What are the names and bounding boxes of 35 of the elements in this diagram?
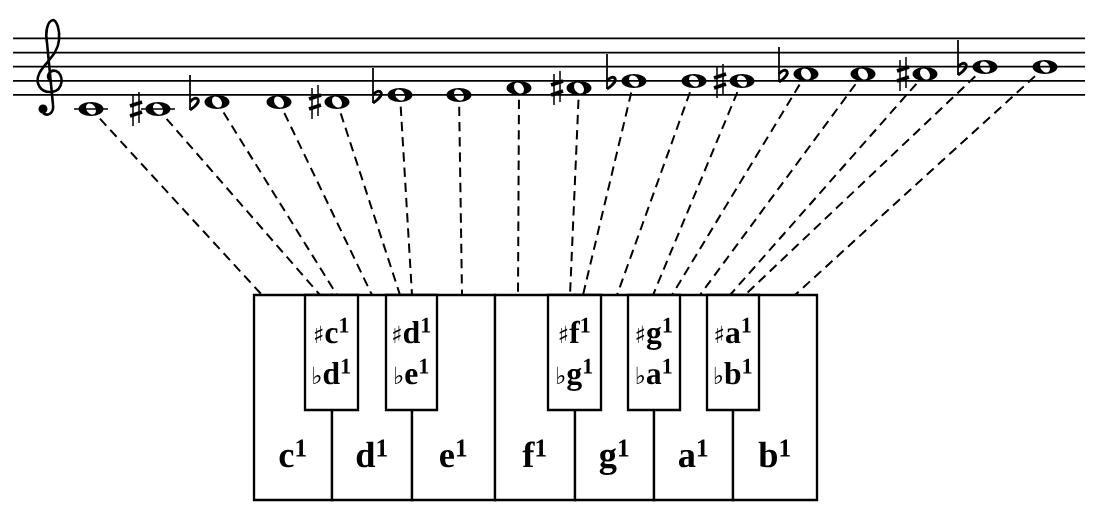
whole-note — [73, 102, 109, 116]
dashed-line — [744, 75, 977, 296]
dashed-line — [458, 105, 463, 296]
dashed-line — [652, 91, 739, 296]
dashed-line — [98, 117, 263, 296]
whole-note — [1032, 60, 1058, 74]
accidental-key: ♯g$^{1}$ ♭a$^{1}$ — [626, 293, 682, 412]
sharp-note — [129, 91, 176, 127]
sharp-note — [550, 70, 592, 106]
accidental-key: ♯a$^{1}$ ♭b$^{1}$ — [705, 293, 761, 412]
dashed-line — [671, 83, 801, 296]
sharp-note — [308, 84, 350, 120]
flat-note — [372, 67, 413, 105]
accidental-key: ♯d$^{1}$ ♭e$^{1}$ — [384, 293, 439, 412]
whole-note — [681, 74, 707, 88]
sharp-note — [713, 63, 755, 99]
flat-note — [778, 46, 819, 84]
dashed-line — [699, 83, 857, 296]
whole-note — [446, 88, 472, 102]
dashed-line — [339, 112, 401, 296]
flat-note — [957, 39, 998, 77]
accidental-key: ♯c$^{1}$ ♭d$^{1}$ — [303, 293, 360, 412]
dashed-line — [794, 75, 1036, 296]
dashed-line — [582, 91, 633, 296]
dashed-line — [222, 111, 338, 296]
flat-note — [606, 53, 647, 91]
dashed-line — [729, 82, 918, 296]
dashed-line — [283, 111, 373, 296]
flat-note — [189, 74, 230, 112]
dashed-line — [616, 91, 691, 296]
dashed-line — [399, 105, 413, 296]
sharp-note — [896, 56, 938, 92]
dashed-line — [165, 117, 321, 296]
accidental-key: ♯f$^{1}$ ♭g$^{1}$ — [546, 293, 603, 412]
whole-note — [850, 67, 876, 81]
